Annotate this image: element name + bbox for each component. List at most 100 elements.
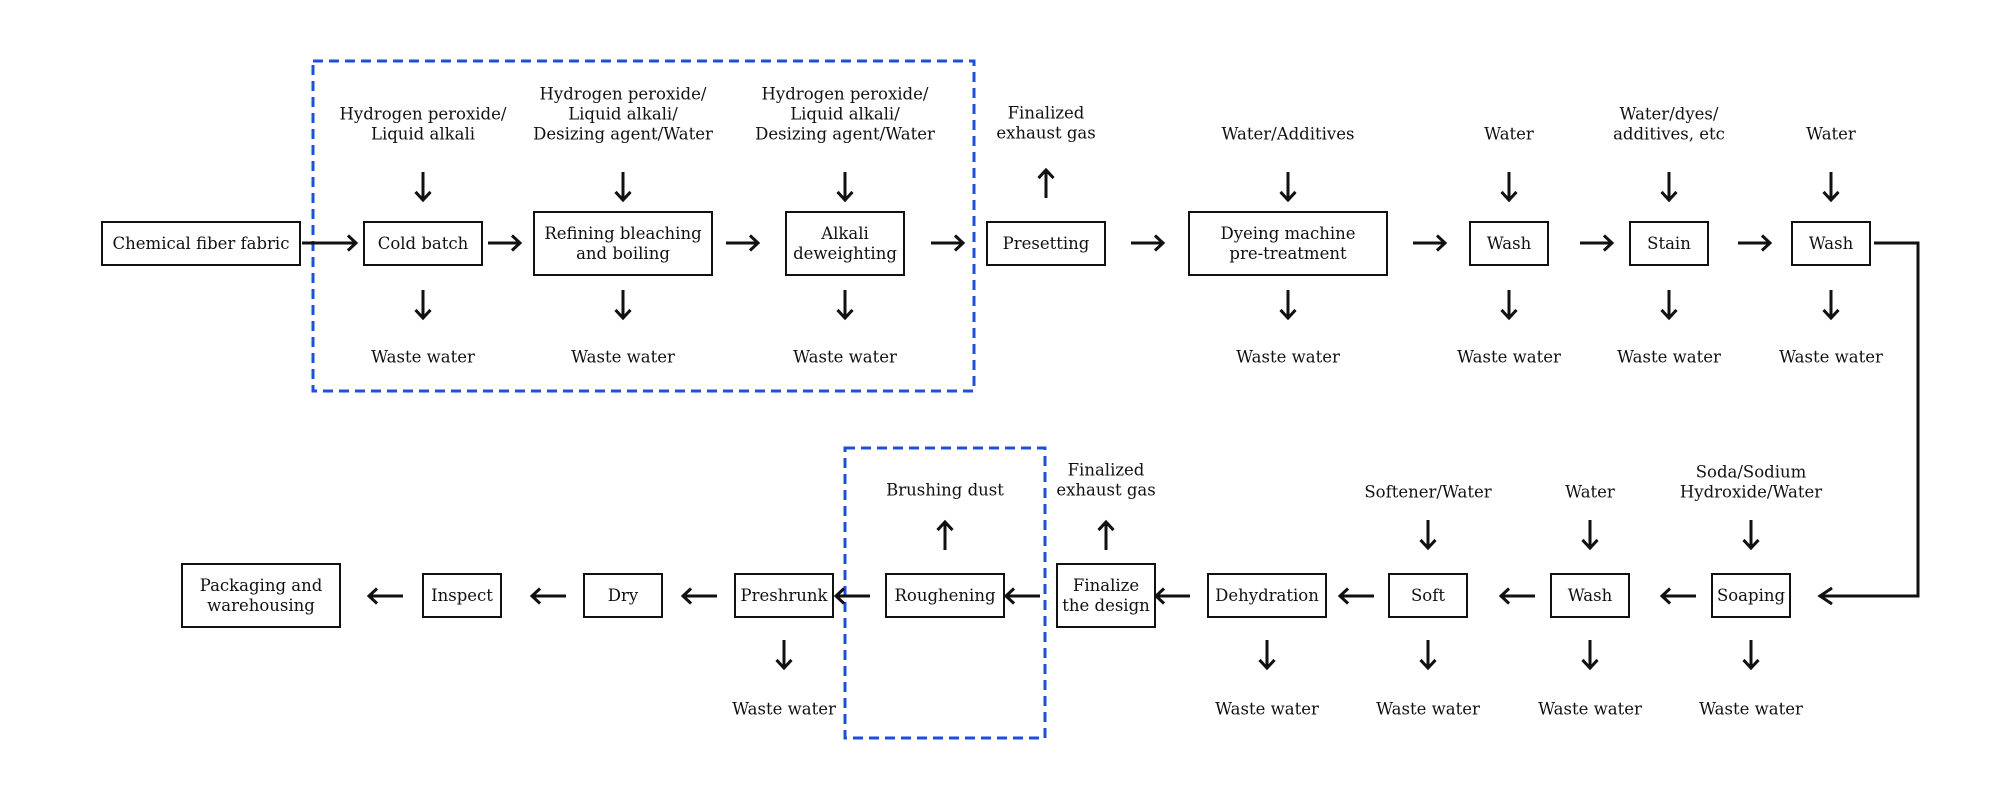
inspect-label-line-1: Inspect bbox=[431, 586, 493, 605]
alkali-label-line-1: Alkali bbox=[820, 224, 869, 243]
preshrunk-output-arrow bbox=[775, 640, 793, 671]
refining-label-line-2: and boiling bbox=[576, 244, 670, 263]
dry-box: Dry bbox=[583, 573, 663, 618]
wash1-output-line-1: Waste water bbox=[1457, 348, 1561, 367]
alkali-input-line-3: Desizing agent/Water bbox=[755, 125, 935, 144]
flow-arrow-top-2 bbox=[488, 234, 523, 252]
wash1-input-line-1: Water bbox=[1484, 125, 1534, 144]
wash2-output-line-1: Waste water bbox=[1779, 348, 1883, 367]
stain-box: Stain bbox=[1629, 221, 1709, 266]
refining-input-line-3: Desizing agent/Water bbox=[533, 125, 713, 144]
flow-arrow-bottom-2 bbox=[1498, 587, 1535, 605]
refining-output-arrow bbox=[614, 290, 632, 321]
soaping-output-line-1: Waste water bbox=[1699, 700, 1803, 719]
dehydration-output-arrow bbox=[1258, 640, 1276, 671]
finalize-emission-line-2: exhaust gas bbox=[1056, 481, 1155, 500]
dyeing-label-line-2: pre-treatment bbox=[1229, 244, 1347, 263]
wash3-box: Wash bbox=[1550, 573, 1630, 618]
flow-arrow-top-6 bbox=[1413, 234, 1448, 252]
dehydration-label-line-1: Dehydration bbox=[1215, 586, 1319, 605]
soft-input-line-1: Softener/Water bbox=[1364, 483, 1491, 502]
cold-batch-output-line-1: Waste water bbox=[371, 348, 475, 367]
flow-arrow-bottom-5 bbox=[1003, 587, 1040, 605]
flow-arrow-bottom-8 bbox=[529, 587, 566, 605]
refining-input-line-1: Hydrogen peroxide/ bbox=[540, 85, 707, 104]
wash1-output-arrow bbox=[1500, 290, 1518, 321]
stain-input-line-2: additives, etc bbox=[1613, 125, 1725, 144]
wash2-label-line-1: Wash bbox=[1809, 234, 1854, 253]
soaping-input-line-2: Hydroxide/Water bbox=[1680, 483, 1822, 502]
wash1-input-arrow bbox=[1500, 172, 1518, 203]
flow-arrow-top-1 bbox=[302, 234, 359, 252]
flow-arrow-bottom-7 bbox=[680, 587, 717, 605]
stain-output-line-1: Waste water bbox=[1617, 348, 1721, 367]
dyeing-output-line-1: Waste water bbox=[1236, 348, 1340, 367]
finalize-label-line-1: Finalize bbox=[1073, 576, 1139, 595]
flow-arrow-bottom-3 bbox=[1337, 587, 1374, 605]
refining-label-line-1: Refining bleaching bbox=[544, 224, 702, 243]
wash1-label-line-1: Wash bbox=[1487, 234, 1532, 253]
dehydration-output-line-1: Waste water bbox=[1215, 700, 1319, 719]
roughening-label-line-1: Roughening bbox=[894, 586, 995, 605]
pretreatment-highlight bbox=[311, 59, 976, 393]
packaging-label-line-1: Packaging and bbox=[200, 576, 323, 595]
soft-output-line-1: Waste water bbox=[1376, 700, 1480, 719]
dyeing-label-line-1: Dyeing machine bbox=[1220, 224, 1355, 243]
flow-arrow-bottom-4 bbox=[1153, 587, 1190, 605]
soft-output-arrow bbox=[1419, 640, 1437, 671]
wash3-input-line-1: Water bbox=[1565, 483, 1615, 502]
flow-arrow-top-7 bbox=[1580, 234, 1615, 252]
dehydration-box: Dehydration bbox=[1207, 573, 1327, 618]
refining-output-line-1: Waste water bbox=[571, 348, 675, 367]
stain-input-arrow bbox=[1660, 172, 1678, 203]
row-connector-arrow bbox=[1817, 241, 1920, 606]
roughening-highlight bbox=[843, 446, 1047, 740]
wash3-input-arrow bbox=[1581, 520, 1599, 551]
refining-input-arrow bbox=[614, 172, 632, 203]
cold-batch-input-arrow bbox=[414, 172, 432, 203]
stain-label-line-1: Stain bbox=[1647, 234, 1691, 253]
alkali-input-arrow bbox=[836, 172, 854, 203]
cold-batch-input-line-1: Hydrogen peroxide/ bbox=[340, 105, 507, 124]
cold-batch-box: Cold batch bbox=[363, 221, 483, 266]
dry-label-line-1: Dry bbox=[608, 586, 639, 605]
cold-batch-output-arrow bbox=[414, 290, 432, 321]
cold-batch-input-line-2: Liquid alkali bbox=[371, 125, 475, 144]
wash2-box: Wash bbox=[1791, 221, 1871, 266]
wash2-output-arrow bbox=[1822, 290, 1840, 321]
finalize-emission-line-1: Finalized bbox=[1068, 461, 1145, 480]
preshrunk-box: Preshrunk bbox=[734, 573, 834, 618]
soft-box: Soft bbox=[1388, 573, 1468, 618]
alkali-output-line-1: Waste water bbox=[793, 348, 897, 367]
wash1-box: Wash bbox=[1469, 221, 1549, 266]
presetting-box: Presetting bbox=[986, 221, 1106, 266]
roughening-box: Roughening bbox=[885, 573, 1005, 618]
flow-arrow-top-3 bbox=[726, 234, 761, 252]
wash2-input-line-1: Water bbox=[1806, 125, 1856, 144]
alkali-label-line-2: deweighting bbox=[793, 244, 897, 263]
cold-batch-label-line-1: Cold batch bbox=[378, 234, 469, 253]
soaping-input-arrow bbox=[1742, 520, 1760, 551]
stain-output-arrow bbox=[1660, 290, 1678, 321]
dyeing-output-arrow bbox=[1279, 290, 1297, 321]
presetting-emission-arrow bbox=[1037, 167, 1055, 198]
wash3-output-line-1: Waste water bbox=[1538, 700, 1642, 719]
preshrunk-label-line-1: Preshrunk bbox=[741, 586, 829, 605]
soaping-output-arrow bbox=[1742, 640, 1760, 671]
soft-label-line-1: Soft bbox=[1411, 586, 1445, 605]
soaping-input-line-1: Soda/Sodium bbox=[1696, 463, 1807, 482]
flow-arrow-bottom-9 bbox=[366, 587, 403, 605]
dyeing-input-arrow bbox=[1279, 172, 1297, 203]
alkali-input-line-2: Liquid alkali/ bbox=[790, 105, 900, 124]
packaging-label-line-2: warehousing bbox=[207, 596, 315, 615]
presetting-emission-line-2: exhaust gas bbox=[996, 124, 1095, 143]
flow-arrow-top-8 bbox=[1738, 234, 1773, 252]
soaping-label-line-1: Soaping bbox=[1717, 586, 1786, 605]
preshrunk-output-line-1: Waste water bbox=[732, 700, 836, 719]
